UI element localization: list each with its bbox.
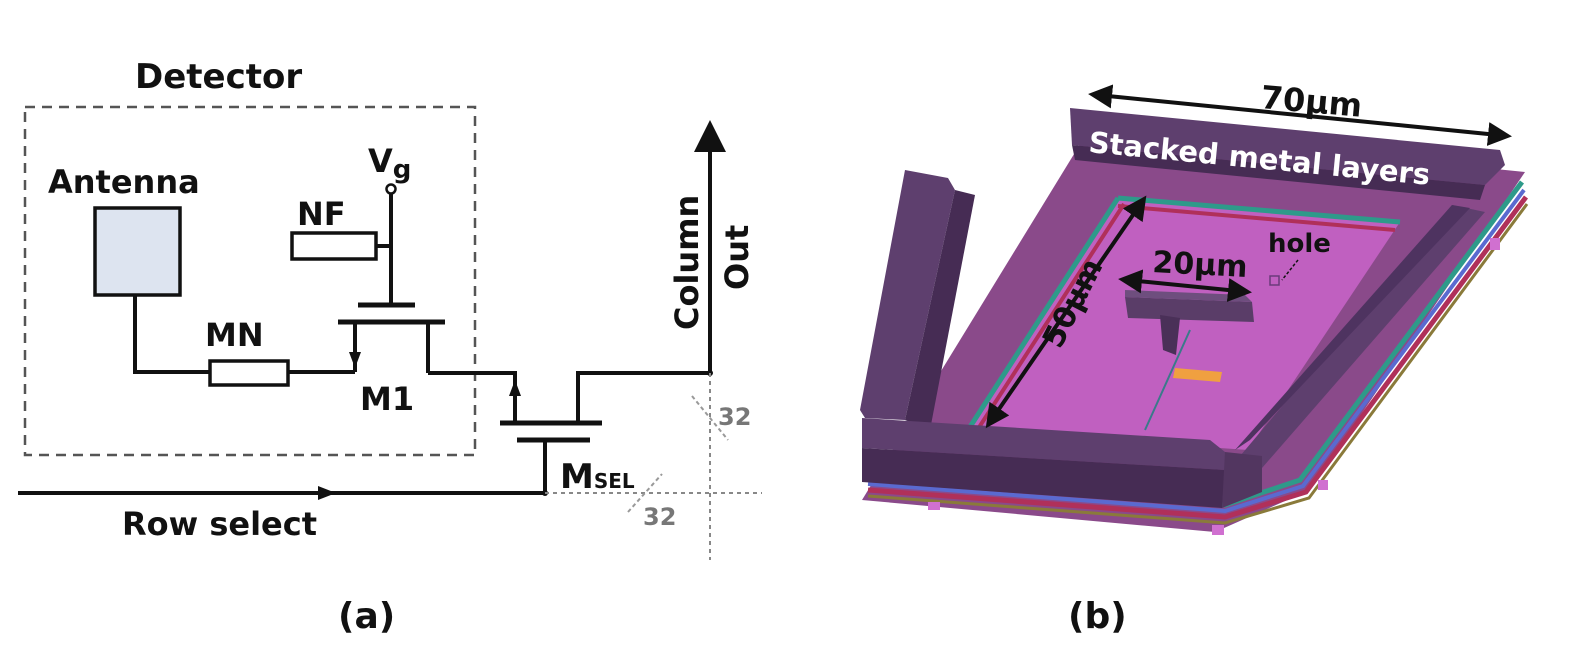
- orange-element: [1173, 368, 1222, 382]
- mn-label: MN: [205, 316, 264, 354]
- hole-label: hole: [1268, 229, 1331, 259]
- length-dimension-arrow: [985, 195, 1147, 429]
- antenna-wire: [133, 295, 210, 374]
- width-dimension-arrow: [1088, 84, 1512, 146]
- detector-label: Detector: [135, 57, 302, 97]
- antenna-label: Antenna: [48, 163, 200, 201]
- caption-b: (b): [1068, 596, 1127, 637]
- inner-dimension-arrow: [1118, 269, 1252, 302]
- layout-3d-panel: 70µm Stacked metal layers 50µm 20µm hole…: [860, 78, 1529, 637]
- bus-slash: [627, 473, 663, 513]
- detector-boundary: [23, 105, 477, 457]
- vg-terminal: [385, 183, 397, 195]
- hole-marker: [1269, 275, 1280, 286]
- nf-resistor: [290, 231, 378, 261]
- column-label: Column: [668, 195, 706, 330]
- t-structure-bar: [1125, 297, 1254, 322]
- m1-to-msel-wire: [428, 371, 517, 423]
- msel-drain-wire: [576, 371, 710, 423]
- msel-source-arrow-icon: [509, 380, 521, 396]
- circuit-panel: Detector Antenna MN M1 Vg NF MSEL Co: [18, 57, 762, 637]
- feed-line: [1144, 329, 1191, 431]
- width-label: 70µm: [1259, 78, 1363, 125]
- row-bus-width: 32: [643, 503, 676, 531]
- column-bus-width: 32: [718, 403, 751, 431]
- inner-label: 20µm: [1152, 245, 1249, 285]
- vg-label: Vg: [368, 142, 411, 185]
- mn-resistor: [208, 359, 290, 387]
- m1-label: M1: [360, 380, 414, 418]
- row-select-arrow-icon: [318, 486, 336, 500]
- t-structure-stem: [1160, 315, 1180, 355]
- caption-a: (a): [338, 596, 395, 637]
- hole-pointer: [1281, 259, 1299, 281]
- antenna-block: [93, 206, 182, 297]
- row-select-label: Row select: [122, 505, 317, 543]
- nf-label: NF: [297, 195, 346, 233]
- bus-slash: [691, 395, 729, 441]
- out-label: Out: [718, 225, 756, 290]
- m1-source-arrow-icon: [349, 352, 361, 368]
- msel-label: MSEL: [560, 457, 635, 497]
